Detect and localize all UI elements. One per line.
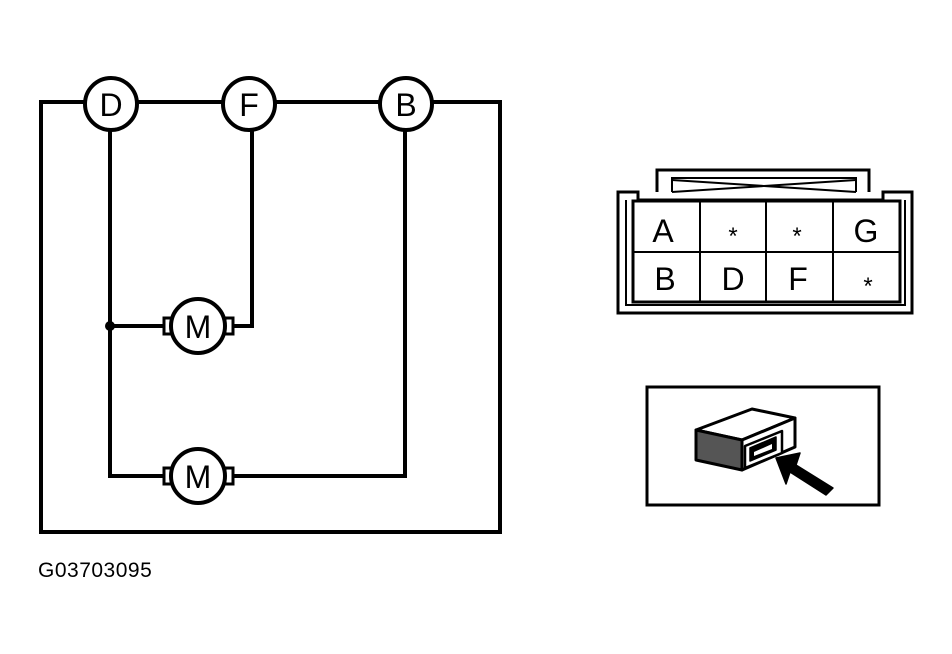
connector-latch <box>655 168 871 192</box>
module-icon <box>694 407 797 472</box>
junction-dot <box>105 321 115 331</box>
wire-b-to-lower-motor <box>228 128 407 478</box>
terminal-d: D <box>83 76 139 132</box>
connector-pin-labels: A * * G B D F * <box>652 213 878 300</box>
pin-a2: * <box>728 223 737 250</box>
motor-upper-label: M <box>185 309 212 345</box>
motor-lower: M <box>162 447 235 505</box>
pin-a1: A <box>652 213 674 249</box>
motor-upper: M <box>162 297 235 355</box>
schematic <box>39 100 502 534</box>
terminal-f: F <box>221 76 277 132</box>
wire-d-common <box>108 128 170 478</box>
pin-b4: * <box>863 273 872 300</box>
motor-lower-label: M <box>185 459 212 495</box>
pin-b2: D <box>721 261 744 297</box>
arrow-icon <box>775 452 834 496</box>
outer-loop-wire <box>39 100 502 534</box>
terminal-b: B <box>378 76 434 132</box>
wire-f-to-upper-motor <box>228 128 254 328</box>
pin-a3: * <box>792 223 801 250</box>
terminal-d-label: D <box>99 87 122 123</box>
figure-id: G03703095 <box>38 559 153 582</box>
pin-b3: F <box>788 261 808 297</box>
connector-face <box>616 168 914 315</box>
location-inset <box>645 385 881 507</box>
terminal-b-label: B <box>395 87 416 123</box>
terminal-f-label: F <box>239 87 259 123</box>
pin-b1: B <box>654 261 675 297</box>
pin-a4: G <box>854 213 879 249</box>
